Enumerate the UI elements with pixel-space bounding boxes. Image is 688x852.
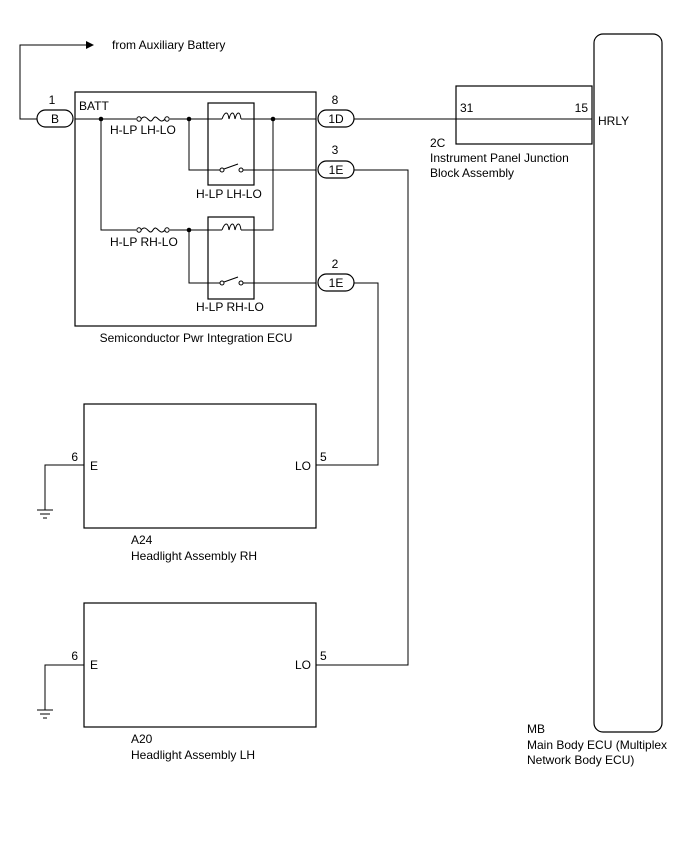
- relay-rh-coil-icon: [221, 223, 242, 231]
- main-body-ecu-name-2: Network Body ECU): [527, 753, 634, 767]
- relay-rh-switch-icon: [223, 276, 239, 283]
- pin-2-num: 2: [332, 257, 339, 271]
- fuse-rh-terminal-a: [136, 227, 142, 233]
- ground-icon: [37, 509, 53, 519]
- main-body-ecu-box: [593, 33, 663, 733]
- relay-lh-switch-icon: [223, 163, 239, 170]
- pin-3-num: 3: [332, 143, 339, 157]
- headlight-lh-pin-lo-num: 5: [320, 649, 327, 663]
- headlight-rh-name: Headlight Assembly RH: [131, 549, 257, 563]
- aux-battery-label: from Auxiliary Battery: [112, 38, 225, 52]
- headlight-lh-pin-e-label: E: [90, 658, 98, 672]
- headlight-rh-pin-e-num: 6: [71, 450, 78, 464]
- relay-lh-box: [207, 102, 255, 186]
- headlight-lh-pin-e-num: 6: [71, 649, 78, 663]
- arrow-left-icon: [86, 41, 94, 49]
- junction-dot: [270, 116, 276, 122]
- connector-b: [36, 109, 74, 128]
- headlight-rh-box: [83, 403, 317, 529]
- junction-block-name-1: Instrument Panel Junction: [430, 151, 569, 165]
- aux-battery-feed: from Auxiliary Battery: [19, 38, 225, 120]
- junction-block-code: 2C: [430, 136, 446, 150]
- junction-pin-left: 31: [460, 101, 474, 115]
- fuse-lh-icon: [140, 116, 166, 122]
- connector-1d-label: 1D: [328, 112, 344, 126]
- headlight-lh-name: Headlight Assembly LH: [131, 748, 255, 762]
- wire-1e-to-headlight-rh: [316, 282, 379, 466]
- spi-ecu-box: [74, 91, 317, 327]
- headlight-rh-pin-lo-num: 5: [320, 450, 327, 464]
- fuse-rh-label: H-LP RH-LO: [110, 235, 178, 249]
- headlight-lh-pin-lo-label: LO: [295, 658, 311, 672]
- spi-ecu: Semiconductor Pwr Integration ECU BATT H…: [36, 91, 355, 345]
- batt-label: BATT: [79, 99, 109, 113]
- relay-rh-contact-b: [238, 280, 244, 286]
- junction-pin-right: 15: [575, 101, 589, 115]
- junction-dot: [186, 116, 192, 122]
- relay-lh-contact-b: [238, 167, 244, 173]
- connector-1e-pin2-label: 1E: [329, 276, 344, 290]
- headlight-lh-box: [83, 602, 317, 728]
- lh-switch-feed: [188, 119, 214, 171]
- pin-batt-num: 1: [49, 93, 56, 107]
- relay-rh-contact-a: [219, 280, 225, 286]
- main-body-ecu: HRLY MB Main Body ECU (Multiplex Network…: [527, 33, 667, 767]
- relay-rh-label: H-LP RH-LO: [196, 300, 264, 314]
- wire-1e-to-headlight-lh: [316, 169, 409, 666]
- junction-block-box: [455, 85, 593, 145]
- connector-1e-pin3-label: 1E: [329, 163, 344, 177]
- headlight-rh-pin-lo-label: LO: [295, 459, 311, 473]
- relay-rh-box: [207, 216, 255, 300]
- connector-b-label: B: [51, 112, 59, 126]
- junction-block: 31 15 2C Instrument Panel Junction Block…: [430, 85, 593, 180]
- ground-icon: [37, 709, 53, 719]
- spi-ecu-name: Semiconductor Pwr Integration ECU: [100, 331, 293, 345]
- junction-block-name-2: Block Assembly: [430, 166, 514, 180]
- headlight-lh: 6 E LO 5 A20 Headlight Assembly LH: [37, 602, 327, 762]
- fuse-lh-label: H-LP LH-LO: [110, 123, 176, 137]
- headlight-lh-ground-wire: [44, 664, 84, 710]
- main-body-ecu-code: MB: [527, 722, 545, 736]
- headlight-lh-code: A20: [131, 732, 153, 746]
- relay-lh-coil-icon: [221, 112, 242, 120]
- fuse-rh-terminal-b: [164, 227, 170, 233]
- junction-dot: [98, 116, 104, 122]
- headlight-rh-ground-wire: [44, 464, 84, 510]
- junction-dot: [186, 227, 192, 233]
- rh-switch-feed: [188, 230, 214, 284]
- headlight-rh-code: A24: [131, 533, 153, 547]
- main-body-ecu-name-1: Main Body ECU (Multiplex: [527, 738, 667, 752]
- hrly-pin-label: HRLY: [598, 114, 629, 128]
- relay-lh-contact-a: [219, 167, 225, 173]
- fuse-lh-terminal-a: [136, 116, 142, 122]
- fuse-rh-icon: [140, 227, 166, 233]
- pin-8-num: 8: [332, 93, 339, 107]
- relay-lh-label: H-LP LH-LO: [196, 187, 262, 201]
- headlight-rh-pin-e-label: E: [90, 459, 98, 473]
- fuse-lh-terminal-b: [164, 116, 170, 122]
- headlight-rh: 6 E LO 5 A24 Headlight Assembly RH: [37, 403, 327, 563]
- battery-feed-wire: [19, 44, 88, 120]
